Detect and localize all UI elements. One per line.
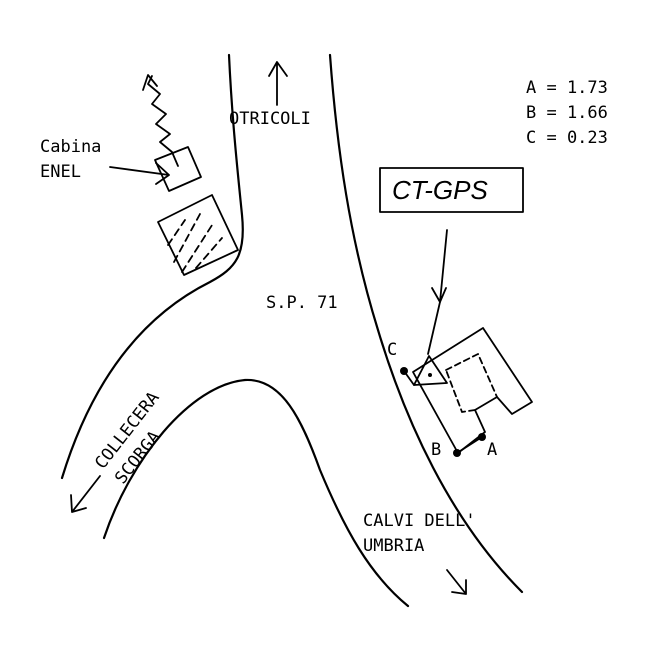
label-point-a: A <box>487 440 497 460</box>
point-b-dot <box>453 449 461 457</box>
cabina-enel-pointer <box>109 162 170 185</box>
arrow-otricoli <box>268 61 288 106</box>
power-line-zigzag-icon <box>147 75 179 167</box>
cabina-enel-box <box>154 146 202 192</box>
road-edge-center-left <box>102 378 410 608</box>
label-ct-gps: CT-GPS <box>392 175 488 205</box>
label-enel: ENEL <box>40 162 81 182</box>
arrow-calvi <box>446 569 467 595</box>
hatched-building <box>157 194 239 276</box>
segment-b-a <box>456 436 483 454</box>
house-outline <box>412 327 533 454</box>
gps-marker-dot-icon <box>428 373 432 377</box>
measure-c: C = 0.23 <box>526 128 608 148</box>
road-edge-left-upper <box>60 53 244 480</box>
label-otricoli: OTRICOLI <box>229 109 311 129</box>
building-hatching <box>167 213 223 273</box>
label-calvi: CALVI DELL' <box>363 511 476 531</box>
measure-b: B = 1.66 <box>526 103 608 123</box>
gps-marker-triangle-icon <box>413 355 448 386</box>
ct-gps-box <box>379 167 524 213</box>
point-c-dot <box>400 367 408 375</box>
label-road: S.P. 71 <box>266 293 338 313</box>
label-point-b: B <box>431 440 441 460</box>
point-a-dot <box>478 433 486 441</box>
ct-gps-leader <box>427 301 441 355</box>
label-cabina: Cabina <box>40 137 101 157</box>
power-line-arrow-icon <box>142 74 158 91</box>
road-edge-right <box>328 53 524 594</box>
arrow-collecera <box>70 475 101 513</box>
measure-a: A = 1.73 <box>526 78 608 98</box>
ct-gps-pointer <box>431 229 448 303</box>
label-point-c: C <box>387 340 397 360</box>
house-inner-dashed <box>445 353 498 413</box>
label-umbria: UMBRIA <box>363 536 424 556</box>
